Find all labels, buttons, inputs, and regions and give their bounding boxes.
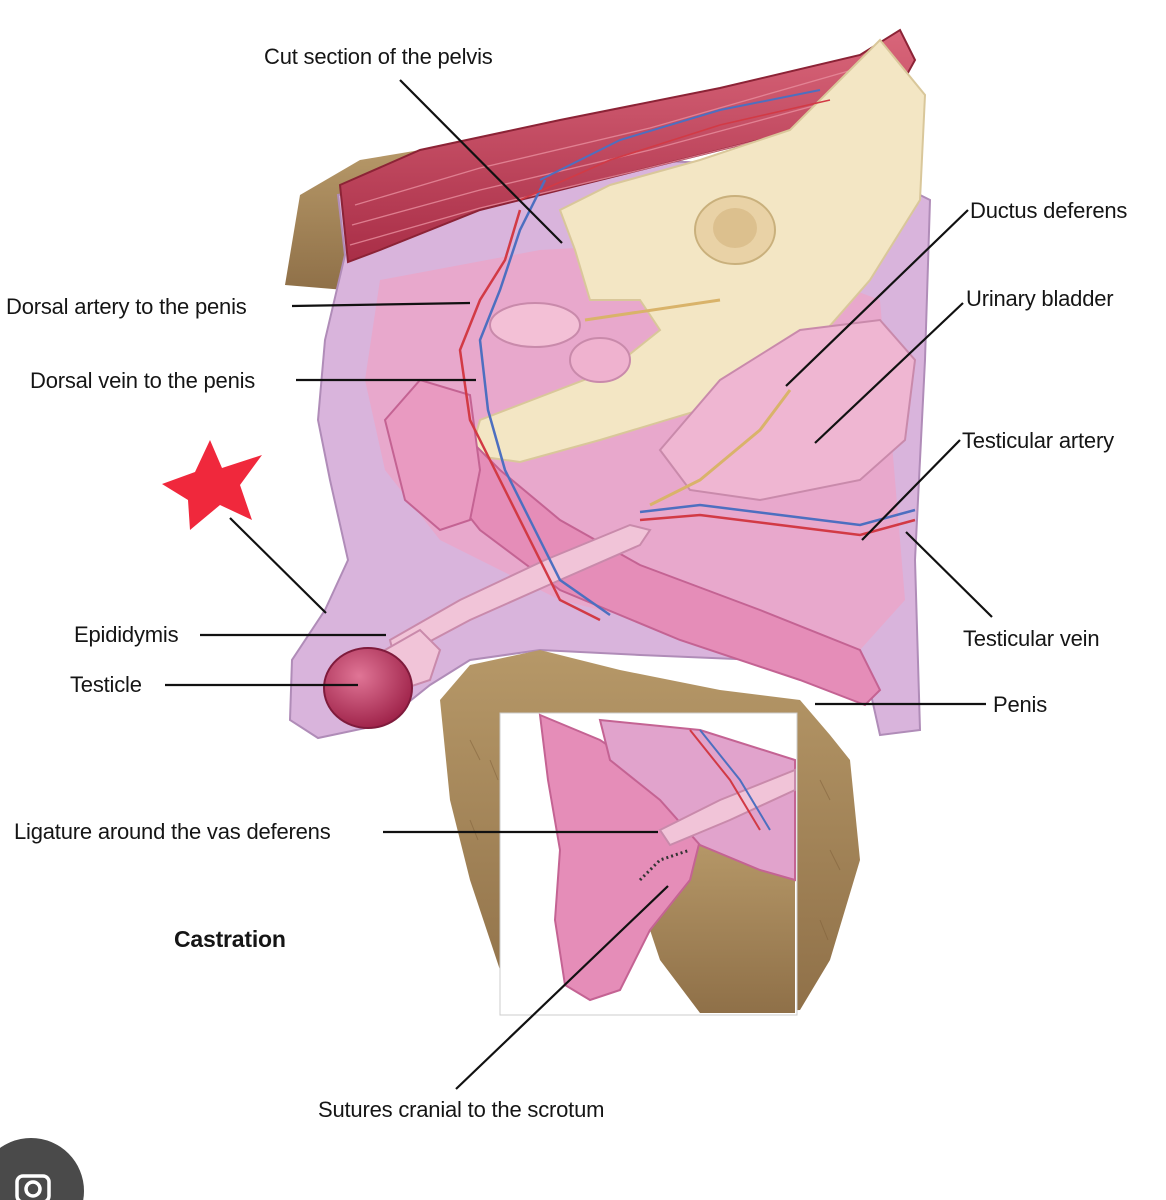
leader-ductus-deferens (785, 209, 969, 387)
inset-penis (598, 718, 796, 882)
label-castration-title: Castration (174, 926, 286, 952)
inset-cord (658, 768, 796, 847)
testicular-vein-line (639, 503, 916, 527)
dorsal-artery-line (458, 209, 601, 622)
label-dorsal-vein: Dorsal vein to the penis (30, 368, 256, 393)
label-cut-pelvis: Cut section of the pelvis (264, 44, 493, 69)
leader-cut-pelvis (399, 79, 563, 244)
testicle-shape (323, 647, 413, 729)
label-penis: Penis (993, 692, 1048, 717)
spermatic-cord (388, 523, 652, 662)
leader-testicular-artery (861, 439, 961, 541)
red-star-marker-icon (162, 440, 262, 530)
testicular-artery-line (639, 513, 916, 537)
leader-urinary-bladder (814, 302, 964, 444)
leader-dorsal-artery (291, 301, 471, 308)
label-testicular-vein: Testicular vein (963, 626, 1100, 651)
dorsal-vein-line (478, 179, 611, 617)
leader-sutures (455, 885, 669, 1090)
leader-star-marker (229, 517, 327, 614)
pelvis-bone (468, 38, 927, 464)
label-urinary-bladder: Urinary bladder (966, 286, 1114, 311)
accessory-gland (489, 302, 581, 348)
camera-lens-button[interactable] (0, 1138, 84, 1200)
urinary-bladder (658, 318, 917, 502)
label-epididymis: Epididymis (74, 622, 179, 647)
label-dorsal-artery: Dorsal artery to the penis (6, 294, 247, 319)
camera-lens-icon (15, 1174, 51, 1200)
leader-testicular-vein (905, 531, 993, 618)
penis-root (383, 378, 482, 532)
label-testicle: Testicle (70, 672, 142, 697)
label-sutures: Sutures cranial to the scrotum (318, 1097, 605, 1122)
label-ligature: Ligature around the vas deferens (14, 819, 331, 844)
label-testicular-artery: Testicular artery (962, 428, 1114, 453)
label-ductus-deferens: Ductus deferens (970, 198, 1128, 223)
